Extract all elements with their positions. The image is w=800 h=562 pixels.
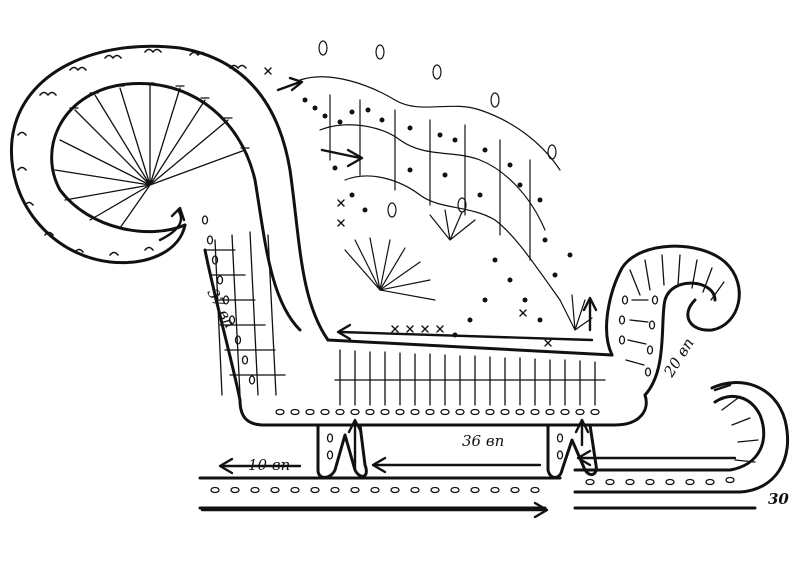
lace-motif <box>299 40 593 331</box>
label-left-runner-count: 10 вп <box>248 456 290 474</box>
arrow-lace-top <box>276 80 302 92</box>
back-scroll-radial-stitches <box>54 82 286 396</box>
sleigh-outline <box>9 44 790 510</box>
label-right-runner-count: 30 <box>768 490 789 508</box>
single-crochet-marks <box>264 67 552 347</box>
arrow-spiral <box>158 208 183 242</box>
scroll-border-stitches <box>17 48 247 256</box>
direction-arrows <box>158 76 737 519</box>
label-back-count: 37 вп <box>203 285 239 331</box>
arrow-seat <box>338 330 594 342</box>
arrow-front-runner <box>713 383 732 392</box>
label-bottom-count: 36 вп <box>462 432 504 450</box>
label-front-count: 20 вп <box>660 335 698 381</box>
lace-chain-dots <box>302 97 573 338</box>
seat-stitches <box>334 349 606 406</box>
chain-stitches <box>201 215 735 494</box>
arrow-lace-mid <box>320 148 362 160</box>
front-scroll-stitches <box>625 254 759 463</box>
